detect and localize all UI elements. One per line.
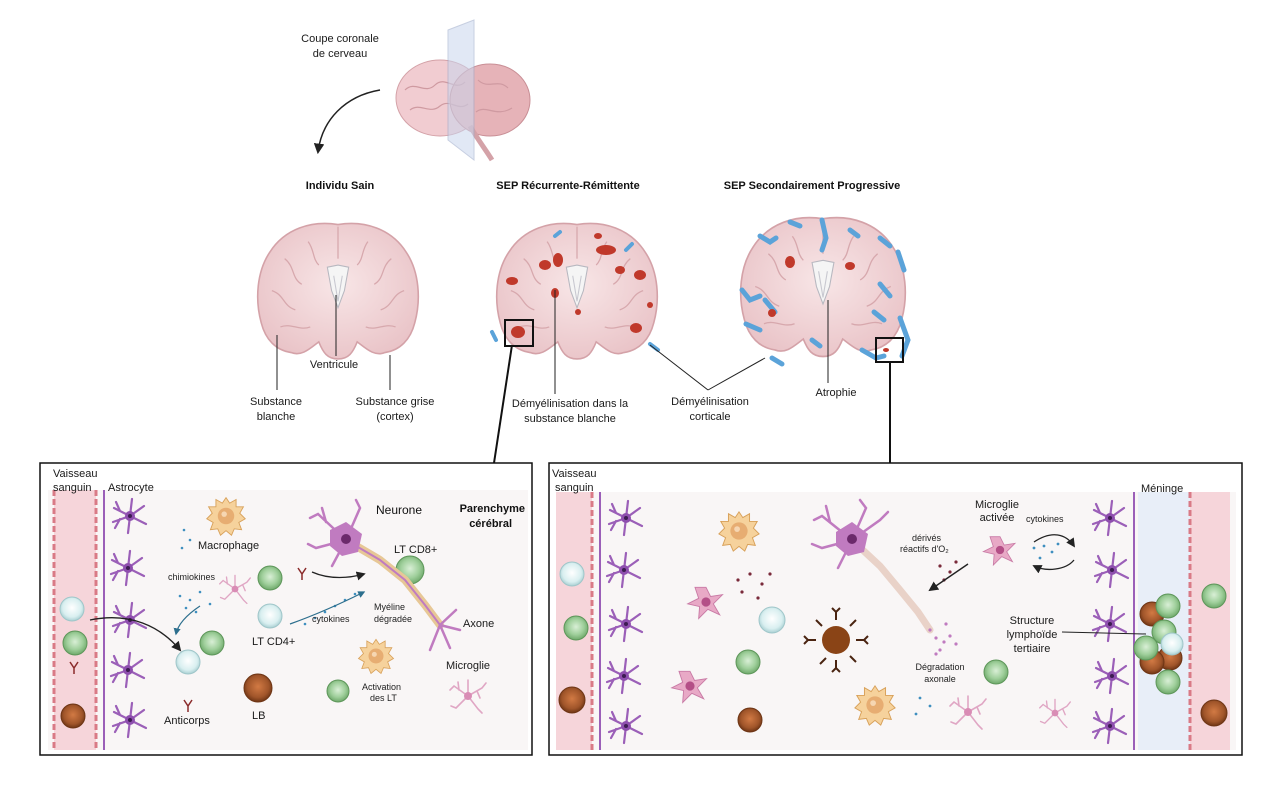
sp-cortical-lesions [739, 217, 911, 367]
rr-zoom-box [504, 319, 534, 347]
slice-arrow [313, 89, 381, 155]
activated-microglia-label-2: activée [980, 512, 1015, 524]
sp-white-matter-lesions [768, 256, 889, 352]
rr-cortical-lesions [490, 230, 660, 352]
right-neuron [810, 498, 958, 656]
atrophy-label: Atrophie [816, 387, 857, 399]
parenchyma-label-1: Parenchyme [460, 503, 525, 515]
rr-white-matter-lesions [506, 233, 653, 338]
ros-label-2: réactifs d'O₂ [900, 544, 949, 554]
myelin-label-1: Myéline [374, 602, 405, 612]
macrophage-label: Macrophage [198, 540, 259, 552]
rr-connector [493, 344, 513, 464]
pale-cell-icon [175, 649, 201, 675]
cd4-cell-icon [257, 603, 283, 629]
astrocyte-label: Astrocyte [108, 482, 154, 494]
cd8-label: LT CD8+ [394, 544, 437, 556]
slice-label-line1: Coupe coronale [301, 33, 379, 45]
tertiary-lymphoid-structure [1133, 593, 1184, 695]
neuron-label: Neurone [376, 503, 422, 517]
white-matter-label-1: Substance [250, 396, 302, 408]
antibody-icons [69, 567, 307, 712]
tls-label-2: lymphoïde [1007, 629, 1058, 641]
ventricle-label: Ventricule [310, 359, 358, 371]
t-cell-icon-2 [199, 630, 225, 656]
axonal-deg-label-2: axonale [924, 674, 956, 684]
cortical-label-1: Démyélinisation [671, 396, 749, 408]
ros-dots [736, 560, 958, 600]
ros-label-1: dérivés [912, 533, 942, 543]
microglia-label: Microglie [446, 660, 490, 672]
right-vessel-label-2: sanguin [555, 482, 594, 494]
activation-label-1: Activation [362, 682, 401, 692]
top-brain-illustration [395, 19, 531, 162]
activated-microglia-label-1: Microglie [975, 499, 1019, 511]
grey-matter-label-2: (cortex) [376, 411, 413, 423]
sp-brain [739, 216, 911, 367]
left-vessel-label-2: sanguin [53, 482, 92, 494]
right-vessel-label-1: Vaisseau [552, 468, 596, 480]
lb-label: LB [252, 710, 265, 722]
chemokine-dots [178, 528, 357, 626]
tls-label-1: Structure [1010, 615, 1055, 627]
healthy-brain-slice [256, 222, 420, 360]
parenchyma-label-2: cérébral [469, 518, 512, 530]
left-vessel-cells [59, 596, 88, 729]
axonal-deg-label-1: Dégradation [915, 662, 964, 672]
rr-brain [490, 222, 660, 360]
rr-demyel-label-1: Démyélinisation dans la [512, 398, 629, 410]
tls-label-3: tertiaire [1014, 643, 1051, 655]
cortical-label-2: corticale [690, 411, 731, 423]
left-cytokines-label: cytokines [312, 614, 350, 624]
chemokines-label: chimiokines [168, 572, 216, 582]
antibody-cluster [803, 607, 869, 673]
neuron-left [306, 498, 462, 652]
activation-label-2: des LT [370, 693, 397, 703]
axon-label: Axone [463, 618, 494, 630]
healthy-title: Individu Sain [306, 180, 375, 192]
b-cell-icon [243, 673, 273, 703]
grey-matter-label-1: Substance grise [356, 396, 435, 408]
rr-demyel-label-2: substance blanche [524, 413, 616, 425]
annotation-lines [276, 290, 829, 394]
left-panel: Vaisseau sanguin Astrocyte Macrophage Ne… [39, 462, 533, 756]
left-vessel-label-1: Vaisseau [53, 468, 97, 480]
activating-t-cell-icon [326, 679, 350, 703]
rr-title: SEP Récurrente-Rémittente [496, 180, 639, 192]
right-panel: Vaisseau sanguin Méninge Microglie activ… [548, 462, 1243, 756]
sp-title: SEP Secondairement Progressive [724, 180, 901, 192]
cd4-label: LT CD4+ [252, 636, 295, 648]
t-cell-icon [257, 565, 283, 591]
white-matter-label-2: blanche [257, 411, 296, 423]
meninge-label: Méninge [1141, 483, 1183, 495]
right-cytokines-label: cytokines [1026, 514, 1064, 524]
antibodies-label: Anticorps [164, 715, 210, 727]
slice-label-line2: de cerveau [313, 48, 367, 60]
myelin-label-2: dégradée [374, 614, 412, 624]
